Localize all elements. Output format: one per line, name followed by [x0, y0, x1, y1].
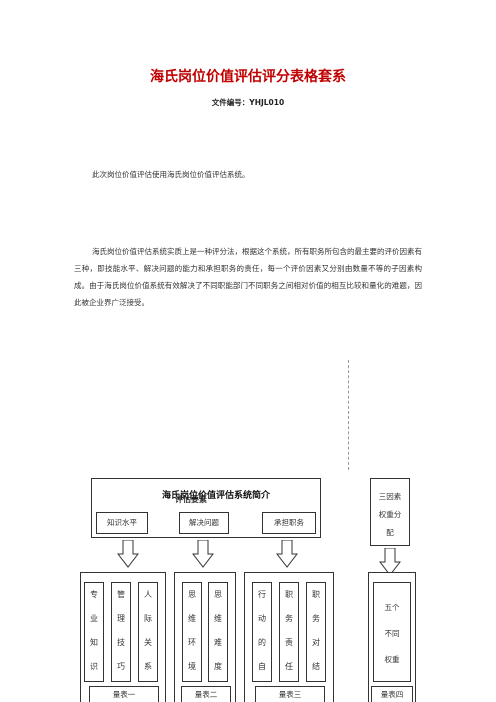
scale-table-1: 专 业 知 识 管 理 技 巧 人 际 关 系 量表一 — [80, 572, 166, 702]
scale-label-1: 量表一 — [89, 686, 159, 702]
scale-table-3: 行 动 的 自 职 务 责 任 职 务 对 结 量表三 — [244, 572, 334, 702]
document-number: 文件编号：YHJL010 — [211, 98, 285, 107]
scale-label-4: 量表四 — [371, 686, 413, 702]
down-arrow-icon — [379, 548, 401, 576]
scale-table-2: 思 维 环 境 思 维 难 度 量表二 — [174, 572, 236, 702]
column-five-weights: 五个 不同 权重 — [373, 582, 411, 682]
intro-paragraph: 此次岗位价值评估使用海氏岗位价值评估系统。 — [92, 170, 250, 179]
column-thinking-environment: 思 维 环 境 — [182, 582, 202, 682]
scale-label-2: 量表二 — [181, 686, 231, 702]
column-job-responsibility: 职 务 责 任 — [279, 582, 299, 682]
dashed-divider — [348, 360, 349, 470]
column-management-skill: 管 理 技 巧 — [111, 582, 131, 682]
down-arrow-icon — [117, 540, 139, 568]
column-freedom-to-act: 行 动 的 自 — [252, 582, 272, 682]
system-intro-box: 海氏岗位价值评估系统简介 评估要素 知识水平 解决问题 承担职务 — [91, 478, 321, 538]
system-intro-overlap: 评估要素 — [175, 495, 207, 504]
scale-label-3: 量表三 — [255, 686, 325, 702]
column-job-impact: 职 务 对 结 — [306, 582, 326, 682]
factor-knowledge: 知识水平 — [96, 512, 148, 534]
description-paragraph: 海氏岗位价值评估系统实质上是一种评分法，根据这个系统，所有职务所包含的最主要的评… — [74, 247, 422, 307]
scale-table-4: 五个 不同 权重 量表四 — [368, 572, 416, 702]
system-intro-title: 海氏岗位价值评估系统简介 — [162, 491, 271, 501]
column-professional-knowledge: 专 业 知 识 — [84, 582, 104, 682]
weight-allocation-box: 三因素 权重分 配 — [370, 478, 410, 546]
document-title: 海氏岗位价值评估评分表格套系 — [150, 69, 346, 85]
factor-accountability: 承担职务 — [262, 512, 316, 534]
column-thinking-difficulty: 思 维 难 度 — [208, 582, 228, 682]
column-interpersonal: 人 际 关 系 — [138, 582, 158, 682]
factor-problem-solving: 解决问题 — [179, 512, 229, 534]
down-arrow-icon — [276, 540, 298, 568]
down-arrow-icon — [192, 540, 214, 568]
